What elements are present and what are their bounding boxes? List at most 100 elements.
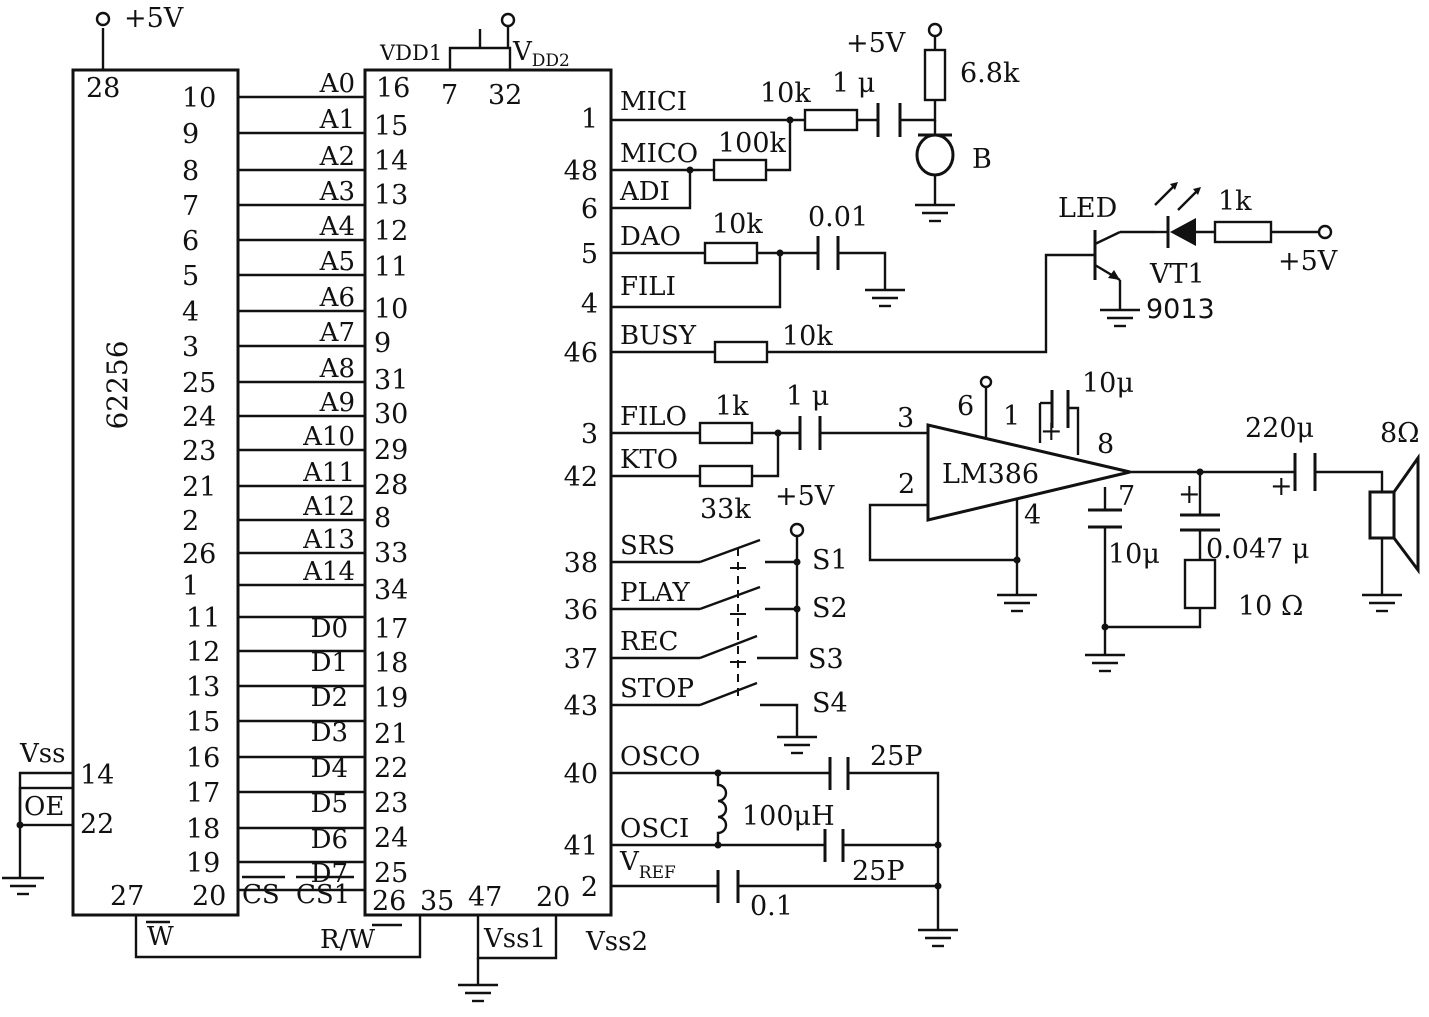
lm386-amplifier	[926, 423, 1131, 522]
isd-right-pin: 40	[564, 759, 598, 790]
dao-cap-label: 0.01	[808, 202, 868, 233]
switch-s4[interactable]	[611, 681, 799, 737]
isd-vdd-terminal	[500, 12, 516, 28]
ram-oe-label: OE	[24, 792, 64, 822]
address-bus-label: A14	[302, 557, 355, 587]
ram-vcc-terminal	[95, 11, 111, 27]
ram-addr-pin: 4	[182, 297, 199, 328]
filo-resistor-label: 1k	[715, 391, 749, 422]
isd-signal-label: PLAY	[620, 578, 690, 608]
osc-inductor	[716, 773, 728, 845]
isd-cs1-pin: 26	[372, 886, 406, 917]
ram-vcc-label: +5V	[124, 3, 184, 34]
switch-s1[interactable]	[611, 538, 797, 564]
isd-addr-pin: 34	[374, 575, 408, 606]
switch-s1-label: S1	[812, 545, 848, 576]
transistor-part: 9013	[1146, 294, 1215, 325]
isd-data-pin: 18	[374, 648, 408, 679]
led-icon	[1154, 182, 1215, 248]
mic-resistor-10k	[803, 108, 859, 132]
ram-addr-pin: 25	[182, 368, 216, 399]
isd-signal-label: SRS	[620, 531, 675, 561]
address-bus-label: A5	[319, 247, 355, 277]
isd-right-pin: 48	[564, 156, 598, 187]
data-bus-label: D4	[311, 754, 348, 784]
isd-data-pin: 17	[374, 614, 408, 645]
isd-signal-label: MICO	[620, 139, 698, 169]
lm386-pin-8: 8	[1097, 429, 1114, 460]
ram-addr-pin: 7	[182, 191, 199, 222]
isd-signal-label: STOP	[620, 674, 694, 704]
isd-addr-pin: 30	[374, 399, 408, 430]
data-bus-label: D7	[311, 859, 348, 889]
agc-resistor-label: 100k	[718, 128, 787, 159]
address-bus-label: A4	[319, 212, 355, 242]
ram-data-pin: 18	[186, 814, 220, 845]
kto-resistor-label: 33k	[700, 494, 751, 525]
isd-pin-20: 20	[536, 882, 570, 913]
isd-data-pin: 25	[374, 858, 408, 889]
out-cap-plus: +	[1270, 471, 1293, 502]
led-vcc-label: +5V	[1278, 246, 1338, 277]
ram-cs-pin: 20	[192, 881, 226, 912]
address-bus-label: A9	[319, 388, 355, 418]
ram-addr-pin: 10	[182, 83, 216, 114]
zobel-resistor-label: 10 Ω	[1238, 591, 1303, 622]
ram-data-pin: 15	[186, 707, 220, 738]
ram-chip-name: 62256	[101, 340, 134, 429]
isd-signal-label: ADI	[619, 177, 670, 207]
isd-addr-pin: 8	[374, 503, 391, 534]
switch-s3[interactable]	[611, 634, 758, 660]
dao-resistor-label: 10k	[712, 209, 763, 240]
isd-signal-label: FILO	[620, 402, 687, 432]
zobel-cap-label: 0.047 μ	[1206, 534, 1309, 565]
ram-vss-pin: 14	[80, 760, 114, 791]
lm386-label: LM386	[942, 459, 1039, 490]
dao-resistor-10k	[703, 241, 759, 265]
ram-data-pin: 19	[186, 848, 220, 879]
isd-data-pin: 23	[374, 788, 408, 819]
osc-cap2-label: 25P	[852, 856, 905, 887]
address-bus-label: A2	[319, 142, 355, 172]
led-resistor-1k	[1213, 220, 1273, 244]
isd-data-pin: 19	[374, 683, 408, 714]
ram-we-label: W	[147, 922, 174, 952]
isd-right-pin: 42	[564, 462, 598, 493]
ram-addr-pin: 3	[182, 332, 199, 363]
ram-vcc-pin: 28	[86, 73, 120, 104]
rw-label: R/W	[320, 925, 375, 955]
isd-addr-pin: 11	[374, 252, 408, 283]
c7-ground-icon	[1085, 653, 1125, 673]
address-bus-label: A0	[319, 69, 355, 99]
speaker-ground-icon	[1362, 593, 1402, 613]
isd-right-pin: 6	[581, 194, 598, 225]
data-bus-label: D3	[311, 718, 348, 748]
isd-vref-label: VREF	[619, 847, 676, 883]
zobel-cap-plus: +	[1178, 479, 1201, 510]
address-bus-label: A10	[302, 422, 355, 452]
address-bus-label: A3	[319, 177, 355, 207]
osc-cap1-label: 25P	[870, 741, 923, 772]
ram-addr-pin: 6	[182, 226, 199, 257]
isd-signal-label: REC	[620, 627, 678, 657]
isd-signal-label: KTO	[620, 445, 678, 475]
switch-s2[interactable]	[611, 585, 797, 611]
mic-cap-label: 1 μ	[832, 68, 875, 99]
mic-resistor-label: 10k	[760, 78, 811, 109]
isd-right-pin: 5	[581, 239, 598, 270]
microphone-icon	[915, 133, 955, 177]
isd-vdd-pin-7: 7	[441, 80, 458, 111]
isd-vss2-label: Vss2	[585, 927, 648, 957]
ram-addr-pin: 5	[182, 261, 199, 292]
filo-resistor-1k	[698, 421, 754, 445]
vref-cap-label: 0.1	[750, 891, 793, 922]
lm386-pin-1: 1	[1003, 401, 1020, 432]
lm386-pin-3: 3	[897, 403, 914, 434]
mic-ground-icon	[915, 203, 955, 223]
ram-data-pin: 11	[186, 603, 220, 634]
address-data-bus: A0A1A2A3A4A5A6A7A8A9A10A11A12A13A14D0D1D…	[238, 69, 365, 889]
